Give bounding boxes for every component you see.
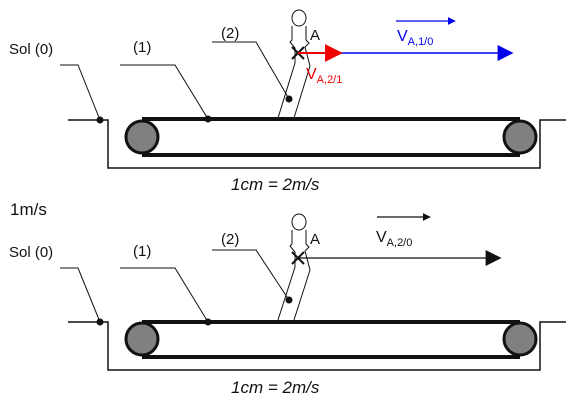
label-sol: Sol (0) [9,244,53,261]
leader-dot-sol [96,116,104,124]
conveyor-belt [142,117,520,157]
leader-person [212,249,290,301]
label-belt: (1) [133,39,151,56]
leader-sol [60,64,101,121]
label-person: (2) [221,231,239,248]
roller-right [502,119,538,155]
leader-person [212,41,290,100]
leader-belt [120,64,209,120]
scale-caption-top: 1cm = 2m/s [231,175,320,194]
leader-dot-person [285,95,293,103]
conveyor-belt [142,320,520,359]
label-belt: (1) [133,243,151,260]
top-scene: Sol (0) (1) (2) A VA,1/0 VA,2/1 1cm = 2m… [9,9,566,194]
label-point-a: A [310,231,320,248]
leader-dot-belt [204,115,212,123]
roller-right [502,321,538,357]
label-point-a: A [310,27,320,44]
person-figure [277,213,311,321]
leader-dot-sol [96,318,104,326]
label-v-a10: VA,1/0 [397,28,433,48]
leader-sol [60,267,101,323]
roller-left [124,321,160,357]
leader-belt [120,267,209,323]
scale-caption-bottom: 1cm = 2m/s [231,378,320,397]
leader-dot-person [285,296,293,304]
bottom-scene: Sol (0) (1) (2) A VA,2/0 1cm = 2m/s [9,213,566,397]
leader-dot-belt [204,318,212,326]
roller-left [124,119,160,155]
label-sol: Sol (0) [9,41,53,58]
speed-reference-label: 1m/s [10,200,47,219]
label-v-a20: VA,2/0 [376,229,412,249]
label-person: (2) [221,25,239,42]
person-figure [277,9,311,119]
label-v-a21: VA,2/1 [306,66,342,86]
